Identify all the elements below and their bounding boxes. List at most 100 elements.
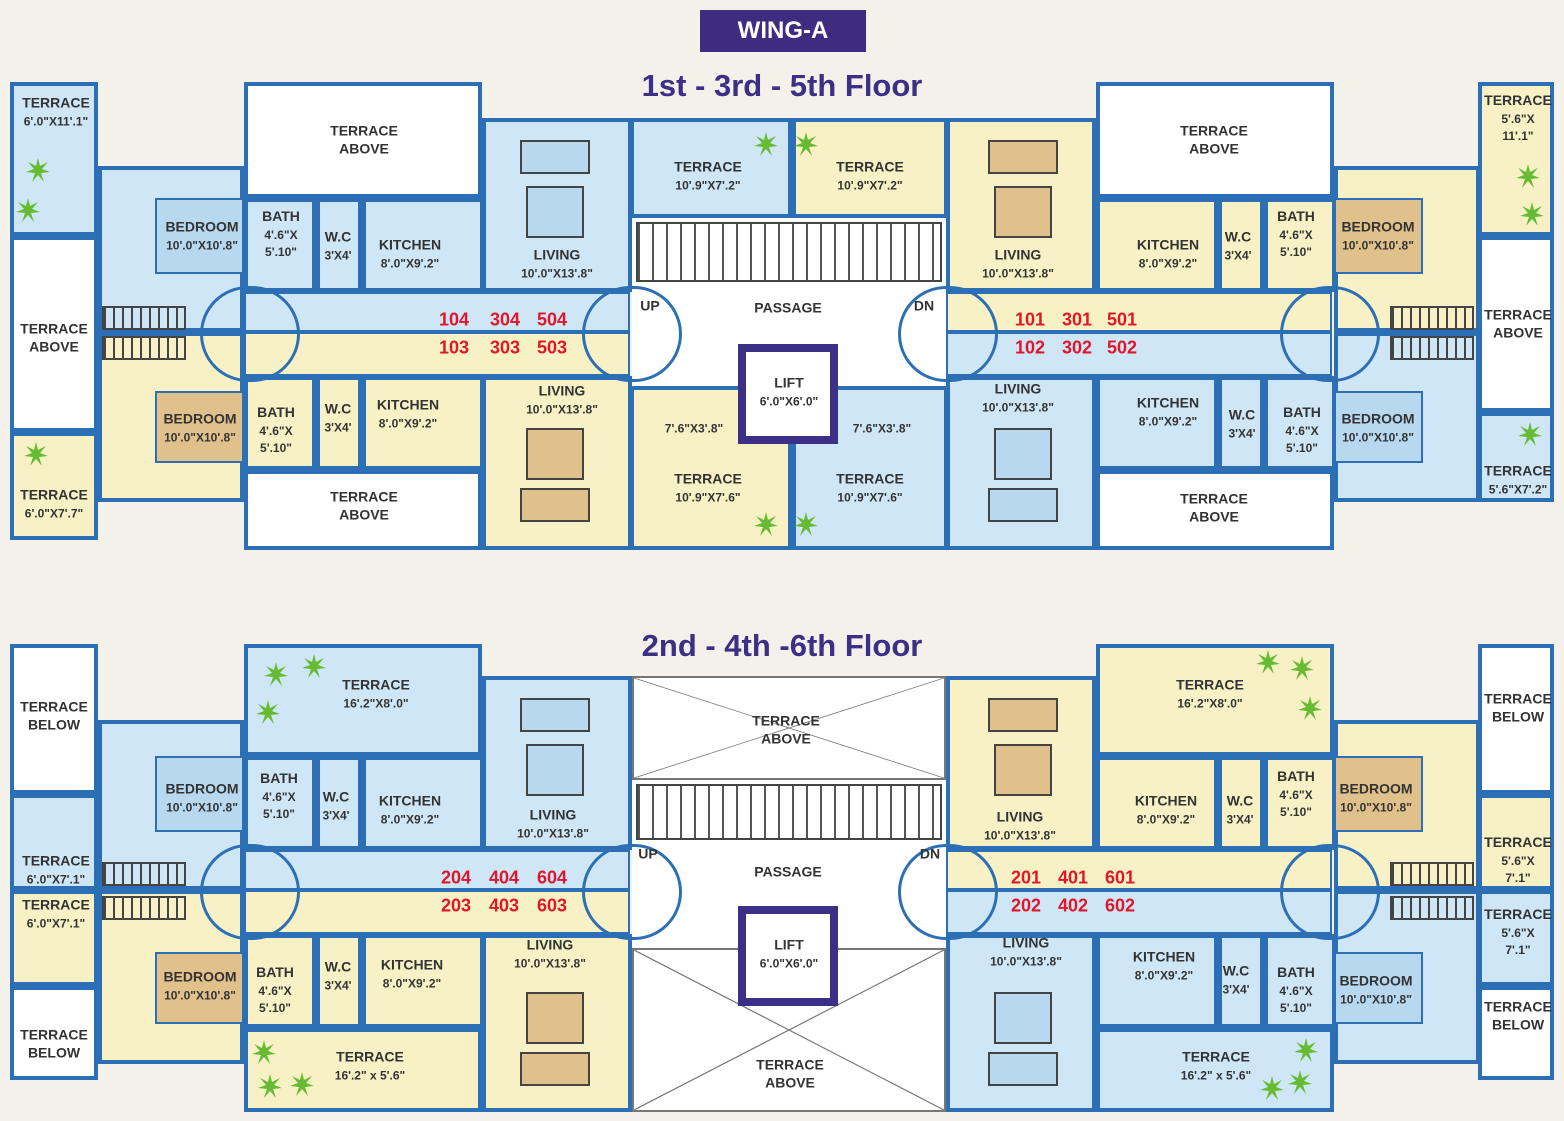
shrub-icon bbox=[1260, 1076, 1284, 1100]
table-tr bbox=[994, 744, 1052, 796]
label-passage: PASSAGE bbox=[754, 299, 822, 316]
unit-number: 604 bbox=[536, 867, 568, 888]
bedroom-br bbox=[1334, 391, 1423, 463]
unit-number: 602 bbox=[1104, 895, 1136, 916]
shrub-icon bbox=[1288, 1070, 1312, 1094]
shrub-icon bbox=[24, 442, 48, 466]
label-passage: PASSAGE bbox=[754, 863, 822, 880]
wing-badge: WING-A bbox=[700, 10, 866, 52]
terrace-below-lb-box bbox=[10, 986, 98, 1080]
shrub-icon bbox=[290, 1072, 314, 1096]
bay-centre-left bbox=[582, 844, 682, 940]
table-tl bbox=[526, 186, 584, 238]
bedroom-bl bbox=[155, 391, 244, 463]
unit-number: 601 bbox=[1104, 867, 1136, 888]
wardrobe-bl bbox=[102, 336, 186, 360]
wc-bl-room bbox=[316, 934, 362, 1028]
unit-number: 402 bbox=[1057, 895, 1089, 916]
living-bl-room bbox=[482, 934, 632, 1112]
sofa-tr bbox=[988, 698, 1058, 732]
corridor-left-upper bbox=[244, 292, 630, 332]
wc-tl-room bbox=[316, 198, 362, 292]
lift-box bbox=[738, 344, 838, 444]
floor-title-1: 1st - 3rd - 5th Floor bbox=[641, 68, 923, 103]
lift-box bbox=[738, 906, 838, 1006]
sofa-tl bbox=[520, 140, 590, 174]
terrace-left-bottom bbox=[10, 432, 98, 540]
table-br bbox=[994, 992, 1052, 1044]
terrace-above-bl-box bbox=[244, 470, 482, 550]
bay-centre-right bbox=[898, 286, 998, 382]
terrace-ctl-room bbox=[630, 118, 792, 218]
wc-tl-room bbox=[316, 756, 362, 850]
shrub-icon bbox=[794, 132, 818, 156]
kitchen-br-room bbox=[1096, 934, 1218, 1028]
terrace-above-tl-box bbox=[244, 82, 482, 198]
label-dn: DN bbox=[913, 297, 935, 314]
terrace-rm2-box bbox=[1478, 890, 1554, 986]
unit-number: 103 bbox=[438, 337, 470, 358]
bedroom-tr bbox=[1334, 198, 1423, 274]
bay-centre-left bbox=[582, 286, 682, 382]
shrub-icon bbox=[258, 1074, 282, 1098]
bath-bl-room bbox=[244, 376, 316, 470]
terrace-above-cb-box bbox=[632, 948, 946, 1112]
table-bl bbox=[526, 992, 584, 1044]
wc-tr-room bbox=[1218, 198, 1264, 292]
wardrobe-tr bbox=[1390, 862, 1474, 886]
unit-number: 303 bbox=[489, 337, 521, 358]
corridor-right-upper bbox=[946, 850, 1332, 890]
shrub-icon bbox=[1298, 696, 1322, 720]
shrub-icon bbox=[1294, 1038, 1318, 1062]
bath-bl-room bbox=[244, 934, 316, 1028]
shrub-icon bbox=[794, 512, 818, 536]
wardrobe-br bbox=[1390, 336, 1474, 360]
sofa-br bbox=[988, 1052, 1058, 1086]
terrace-lm1-box bbox=[10, 794, 98, 890]
corridor-left-lower bbox=[244, 332, 630, 376]
floor-title-2: 2nd - 4th -6th Floor bbox=[641, 628, 923, 663]
wardrobe-tl bbox=[102, 862, 186, 886]
unit-number: 201 bbox=[1010, 867, 1042, 888]
shrub-icon bbox=[1518, 422, 1542, 446]
kitchen-bl-room bbox=[362, 934, 484, 1028]
unit-number: 404 bbox=[488, 867, 520, 888]
terrace-lm2-box bbox=[10, 890, 98, 986]
unit-number: 204 bbox=[440, 867, 472, 888]
unit-number: 603 bbox=[536, 895, 568, 916]
unit-number: 503 bbox=[536, 337, 568, 358]
shrub-icon bbox=[302, 654, 326, 678]
corridor-right-lower bbox=[946, 890, 1332, 934]
kitchen-tl-room bbox=[362, 198, 484, 292]
unit-number: 401 bbox=[1057, 867, 1089, 888]
unit-number: 304 bbox=[489, 309, 521, 330]
terrace-below-rt-box bbox=[1478, 644, 1554, 794]
shrub-icon bbox=[1516, 164, 1540, 188]
table-br bbox=[994, 428, 1052, 480]
corridor-left-upper bbox=[244, 850, 630, 890]
